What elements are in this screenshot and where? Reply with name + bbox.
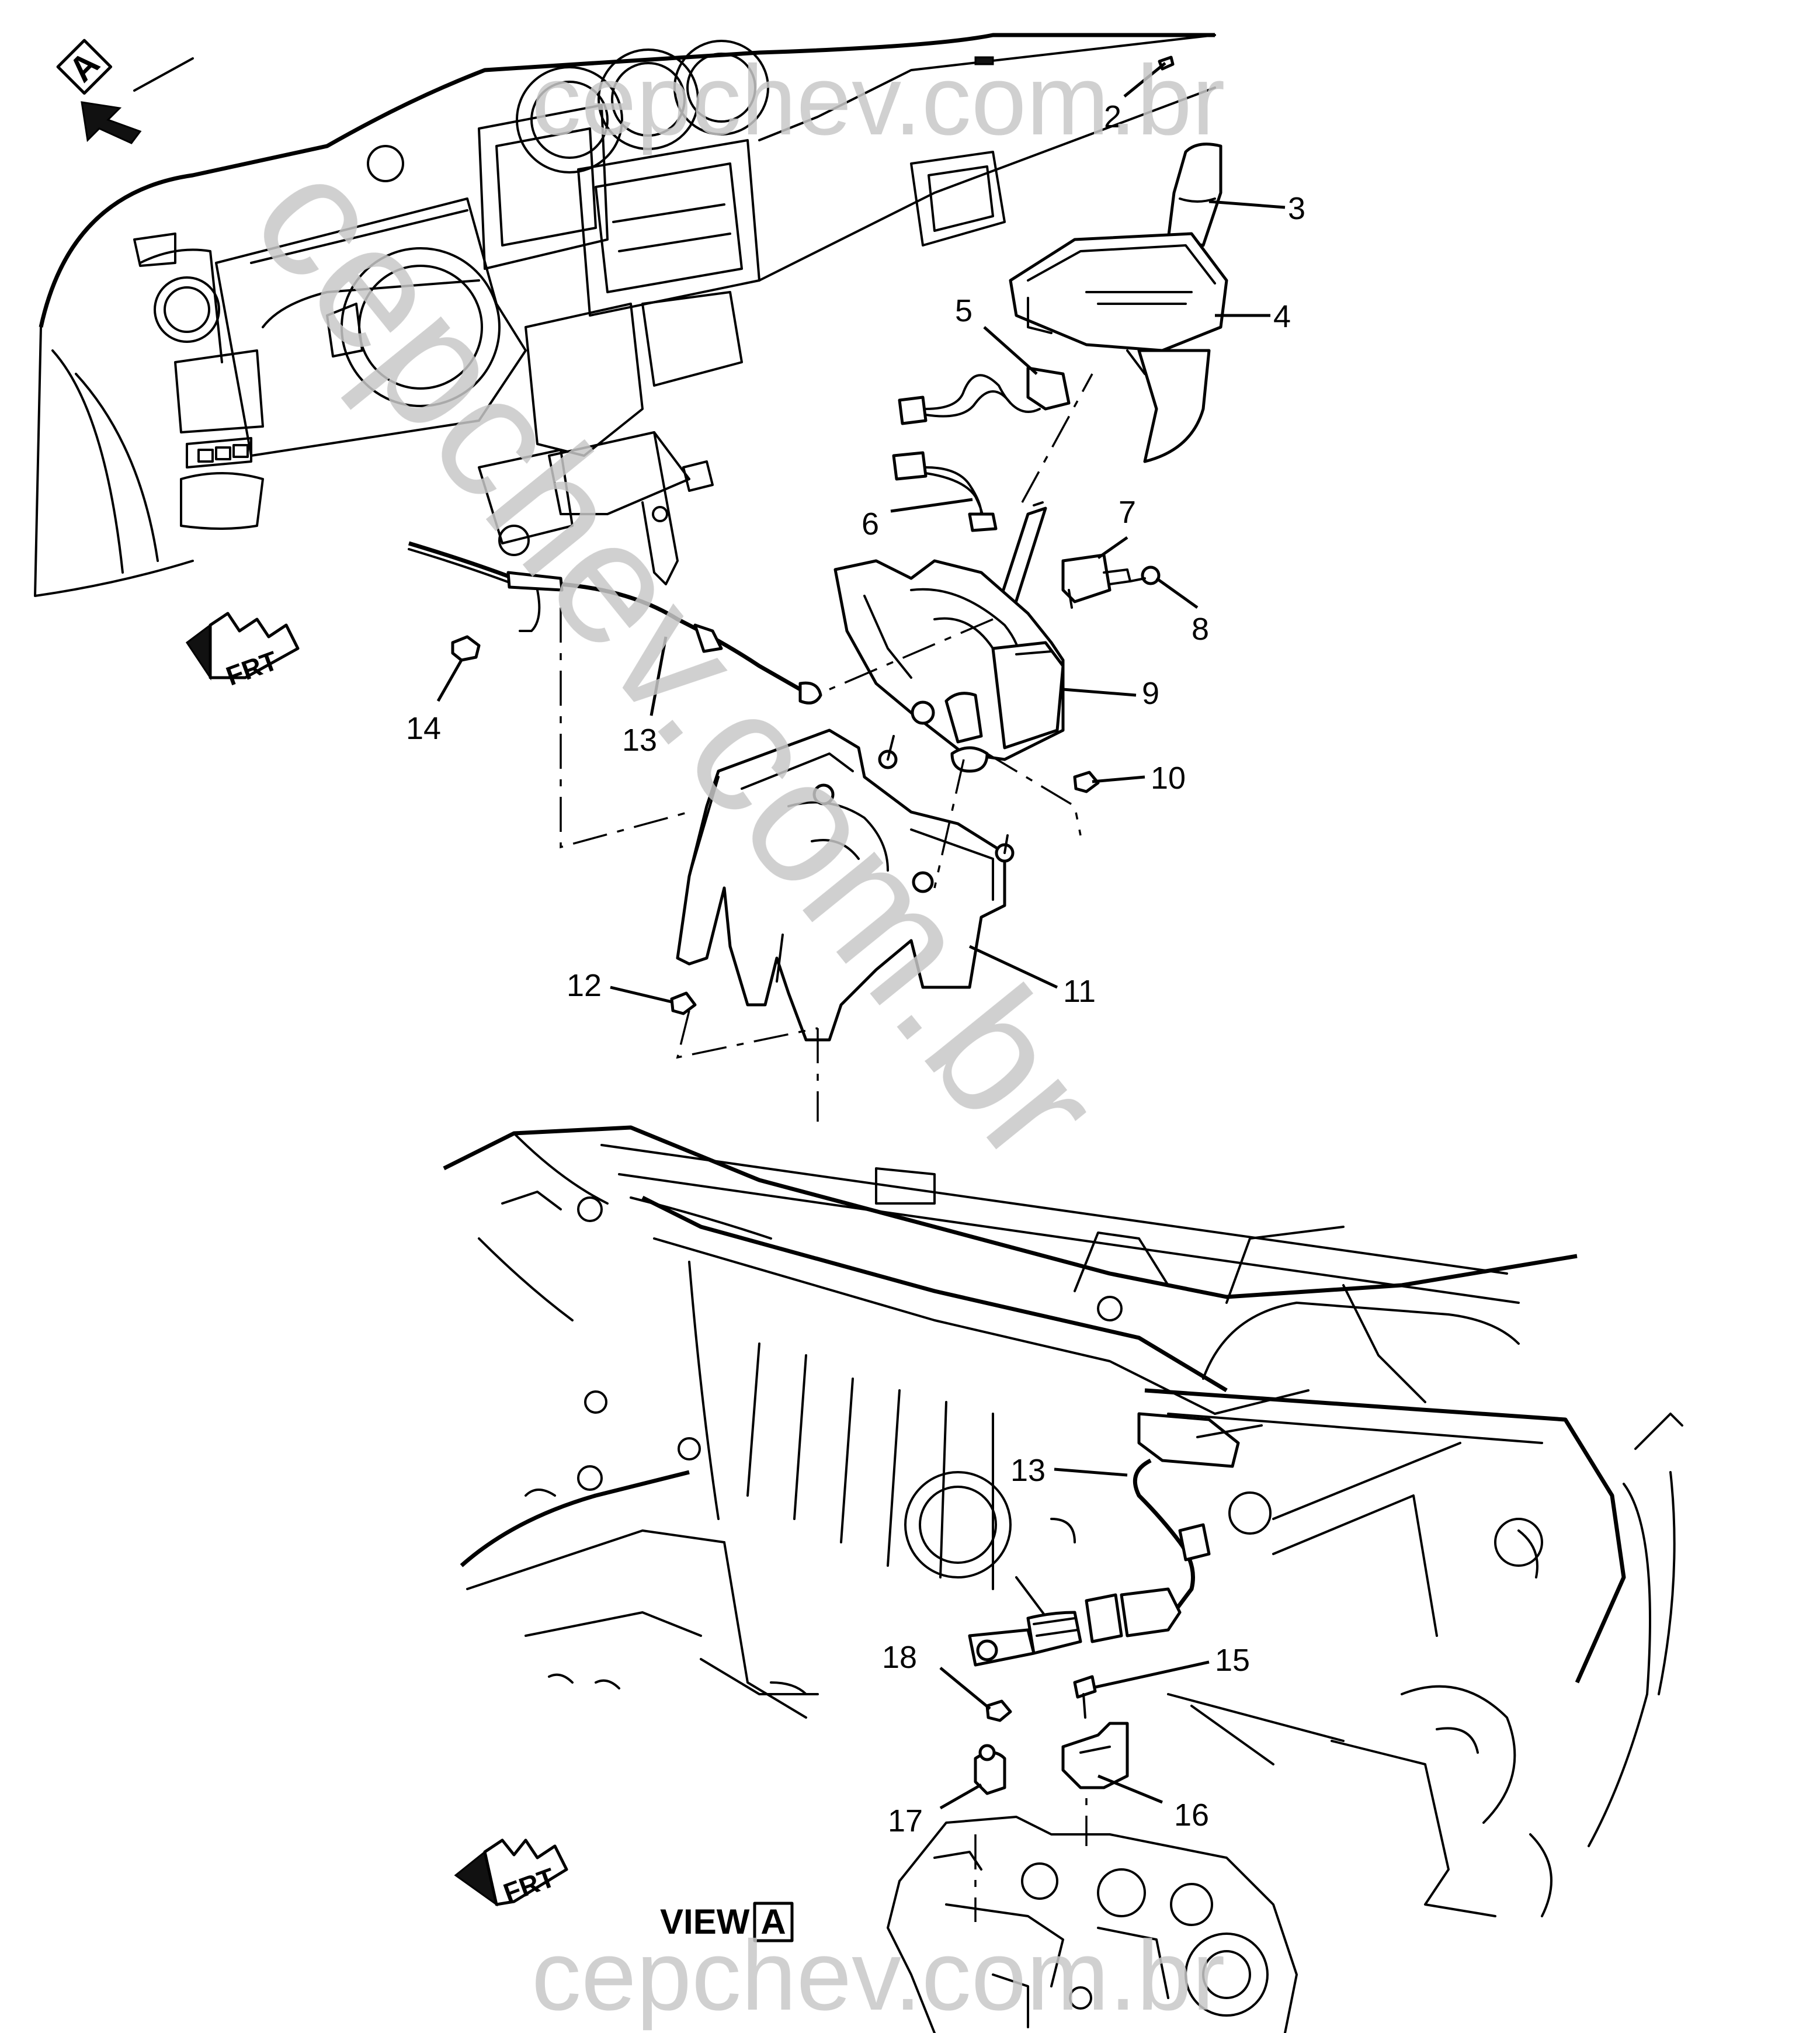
watermarks: cepchev.com.br cepchev.com.br cepchev.co…: [216, 45, 1225, 2031]
nut-14: [451, 635, 481, 662]
shift-control-assembly-9: [833, 559, 1065, 773]
screw-8: [1129, 566, 1161, 585]
shift-cable-13-lower: [968, 1389, 1310, 1667]
bracket-17: [974, 1744, 1006, 1795]
shifter-bracket-11: [676, 728, 1015, 1042]
callout-17: 17: [888, 1803, 923, 1838]
watermark-bottom: cepchev.com.br: [532, 1920, 1225, 2031]
view-marker-letter: A: [61, 44, 107, 89]
callout-2: 2: [1104, 99, 1121, 134]
view-a-label: VIEW A: [660, 1902, 794, 1942]
callout-9: 9: [1142, 676, 1159, 711]
callout-7: 7: [1119, 495, 1136, 530]
switch-7: [1061, 553, 1131, 609]
callout-12: 12: [567, 968, 602, 1003]
callout-10: 10: [1151, 761, 1186, 796]
leader-lines: [436, 62, 1286, 1810]
shift-knob-3: [1166, 143, 1222, 247]
callout-15: 15: [1215, 1643, 1250, 1678]
callout-11: 11: [1063, 974, 1096, 1009]
callout-4: 4: [1273, 299, 1291, 334]
callout-labels: 2 3 4 5 6 7 8 9 10 11 12 13 14 13 15 16 …: [406, 99, 1305, 1838]
transmission: [887, 1816, 1298, 2033]
view-a-marker: A: [56, 39, 194, 144]
callout-14: 14: [406, 711, 441, 746]
view-label-letter: A: [760, 1902, 786, 1941]
callout-13-upper: 13: [622, 723, 657, 758]
front-arrow-lower: FRT: [454, 1838, 568, 1908]
callout-6: 6: [862, 506, 879, 542]
callout-5: 5: [955, 293, 972, 328]
callout-13-lower: 13: [1010, 1453, 1046, 1488]
alignment-lines: [560, 373, 1093, 1922]
nut-10: [1073, 771, 1100, 793]
callout-8: 8: [1192, 612, 1209, 647]
wiring-harness-6: [892, 451, 998, 532]
bolt-15: [1073, 1675, 1097, 1719]
callout-3: 3: [1288, 191, 1305, 226]
nut-18: [985, 1699, 1012, 1722]
watermark-top: cepchev.com.br: [532, 45, 1225, 156]
nut-12: [670, 991, 697, 1015]
shift-cable-13-upper: [408, 541, 822, 705]
instrument-panel: [34, 33, 1216, 597]
shift-indicator-bezel-4: [1009, 232, 1228, 463]
callout-16: 16: [1174, 1798, 1209, 1833]
wiring-harness-5: [898, 366, 1071, 425]
front-arrow-upper: FRT: [185, 612, 300, 692]
cable-bracket-16: [1061, 1722, 1129, 1789]
callout-18: 18: [882, 1640, 917, 1675]
view-label-prefix: VIEW: [660, 1902, 750, 1941]
engine-compartment-body: [443, 1125, 1683, 1917]
